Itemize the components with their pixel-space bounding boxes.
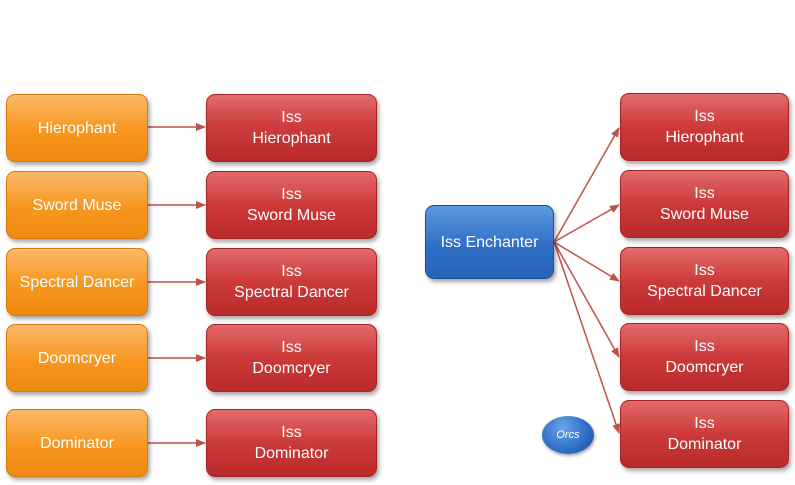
target-box-iss-hierophant: Iss Hierophant bbox=[206, 94, 377, 162]
role-box-dominator: Dominator bbox=[6, 409, 148, 477]
role-box-sword-muse: Sword Muse bbox=[6, 171, 148, 239]
orcs-badge: Orcs bbox=[542, 416, 594, 454]
fan-arrow-sword-muse bbox=[553, 204, 620, 243]
right-target-box-iss-hierophant: Iss Hierophant bbox=[620, 93, 789, 161]
right-target-box-iss-sword-muse: Iss Sword Muse bbox=[620, 170, 789, 238]
iss-enchanter-node: Iss Enchanter bbox=[425, 205, 554, 279]
target-box-iss-spectral-dancer: Iss Spectral Dancer bbox=[206, 248, 377, 316]
right-target-box-iss-dominator: Iss Dominator bbox=[620, 400, 789, 468]
role-box-spectral-dancer: Spectral Dancer bbox=[6, 248, 148, 316]
fan-arrow-dominator bbox=[553, 241, 620, 434]
right-target-box-iss-doomcryer: Iss Doomcryer bbox=[620, 323, 789, 391]
fan-arrow-doomcryer bbox=[553, 241, 620, 358]
target-box-iss-sword-muse: Iss Sword Muse bbox=[206, 171, 377, 239]
fan-arrow-hierophant bbox=[553, 127, 620, 243]
fan-arrow-spectral-dancer bbox=[553, 241, 620, 282]
target-box-iss-doomcryer: Iss Doomcryer bbox=[206, 324, 377, 392]
target-box-iss-dominator: Iss Dominator bbox=[206, 409, 377, 477]
role-box-doomcryer: Doomcryer bbox=[6, 324, 148, 392]
right-target-box-iss-spectral-dancer: Iss Spectral Dancer bbox=[620, 247, 789, 315]
role-box-hierophant: Hierophant bbox=[6, 94, 148, 162]
